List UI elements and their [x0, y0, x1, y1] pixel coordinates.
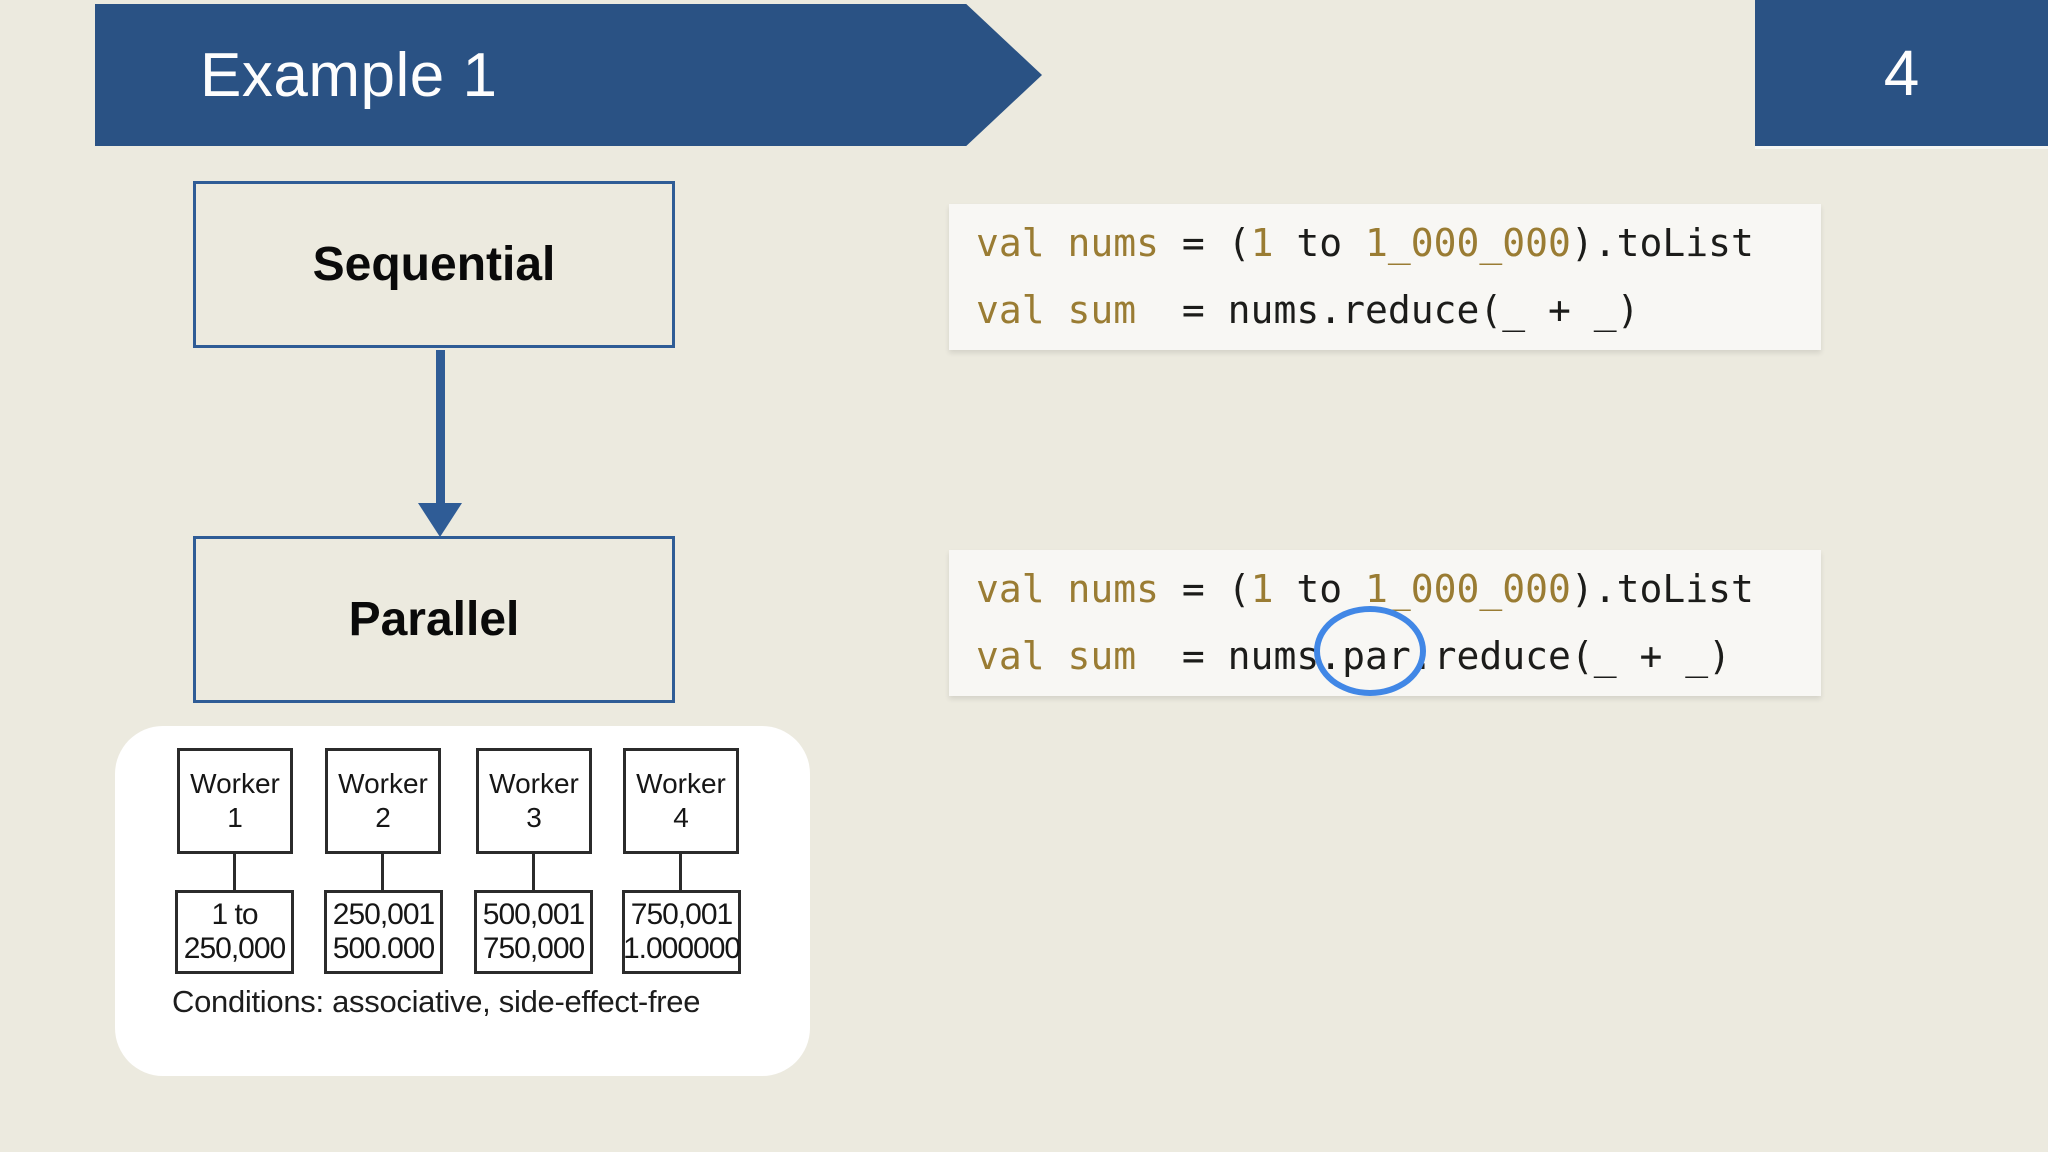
par-highlight-circle: [1314, 606, 1426, 696]
worker-2-number: 2: [375, 802, 391, 833]
workers-panel: Worker 1 1 to 250,000 Worker 2 250,001 5…: [115, 726, 810, 1076]
worker-2-range-box: 250,001 500.000: [324, 890, 443, 974]
worker-3-box: Worker 3: [476, 748, 592, 854]
flow-arrow-line: [436, 350, 445, 508]
parallel-box: Parallel: [193, 536, 675, 703]
worker-2-label: Worker: [338, 767, 428, 799]
worker-4-label: Worker: [636, 767, 726, 799]
page-number: 4: [1883, 37, 1920, 109]
worker-3-label: Worker: [489, 767, 579, 799]
worker-4-range-end: 1.000000: [622, 932, 741, 965]
worker-1-connector: [233, 854, 236, 890]
worker-1-range-start: 1 to: [211, 898, 258, 932]
worker-4-connector: [679, 854, 682, 890]
worker-4-range-start: 750,001: [630, 898, 733, 932]
worker-3-range-box: 500,001 750,000: [474, 890, 593, 974]
worker-1-number: 1: [227, 802, 243, 833]
worker-2-range-end: 500.000: [332, 932, 435, 965]
worker-4-range-box: 750,001 1.000000: [622, 890, 741, 974]
worker-3-number: 3: [526, 802, 542, 833]
worker-2-range-start: 250,001: [332, 898, 435, 932]
parallel-label: Parallel: [348, 593, 520, 646]
sequential-box: Sequential: [193, 181, 675, 348]
worker-1-range-end: 250,000: [183, 932, 286, 965]
slide-title: Example 1: [200, 40, 498, 110]
sequential-label: Sequential: [312, 238, 556, 291]
worker-2-connector: [381, 854, 384, 890]
worker-3-connector: [532, 854, 535, 890]
worker-1-box: Worker 1: [177, 748, 293, 854]
worker-3-range-end: 750,000: [482, 932, 585, 965]
title-banner: Example 1: [95, 4, 1042, 146]
worker-2-box: Worker 2: [325, 748, 441, 854]
conditions-note: Conditions: associative, side-effect-fre…: [172, 984, 701, 1019]
page-number-box: 4: [1755, 0, 2048, 146]
worker-1-range-box: 1 to 250,000: [175, 890, 294, 974]
worker-4-number: 4: [673, 802, 689, 833]
worker-1-label: Worker: [190, 767, 280, 799]
worker-3-range-start: 500,001: [482, 898, 585, 932]
worker-4-box: Worker 4: [623, 748, 739, 854]
flow-arrow-head: [418, 503, 462, 537]
